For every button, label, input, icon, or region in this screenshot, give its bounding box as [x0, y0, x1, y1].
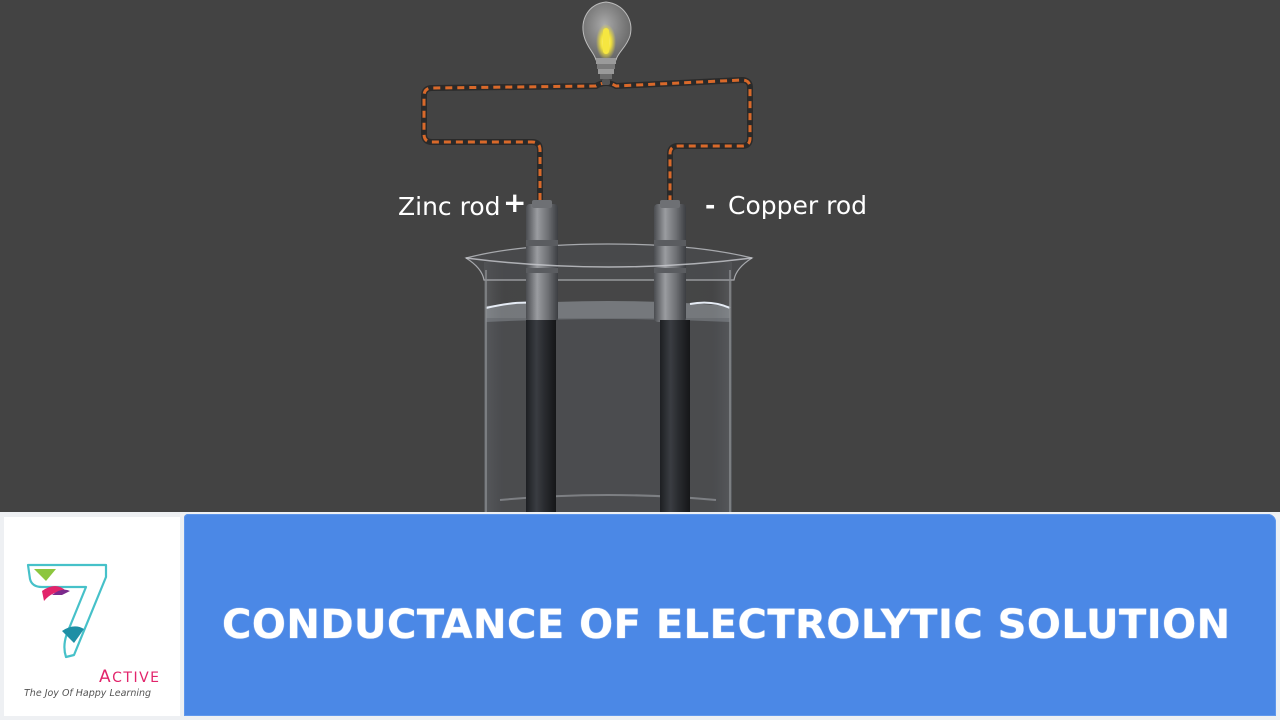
seven-logo-icon	[26, 563, 108, 659]
electrolysis-illustration	[421, 1, 754, 512]
light-bulb	[582, 1, 632, 85]
zinc-rod	[526, 200, 558, 512]
video-title: CONDUCTANCE OF ELECTROLYTIC SOLUTION	[222, 602, 1231, 648]
copper-rod	[654, 200, 690, 512]
title-banner: ACTIVE The Joy Of Happy Learning CONDUCT…	[0, 512, 1280, 720]
brand-logo: ACTIVE The Joy Of Happy Learning	[4, 517, 180, 716]
zinc-rod-label: Zinc rod	[398, 192, 501, 221]
logo-wordmark: ACTIVE	[99, 667, 161, 687]
logo-wordmark-rest: CTIVE	[112, 670, 161, 686]
positive-terminal-sign: +	[503, 186, 527, 219]
animation-stage: Zinc rod + - Copper rod	[398, 1, 867, 512]
copper-rod-label: Copper rod	[728, 191, 867, 220]
circuit-wire	[421, 77, 753, 205]
negative-terminal-sign: -	[705, 191, 716, 220]
beaker	[464, 243, 754, 512]
logo-tagline: The Joy Of Happy Learning	[24, 688, 152, 699]
title-panel: CONDUCTANCE OF ELECTROLYTIC SOLUTION	[184, 514, 1276, 716]
logo-wordmark-initial: A	[99, 667, 113, 687]
